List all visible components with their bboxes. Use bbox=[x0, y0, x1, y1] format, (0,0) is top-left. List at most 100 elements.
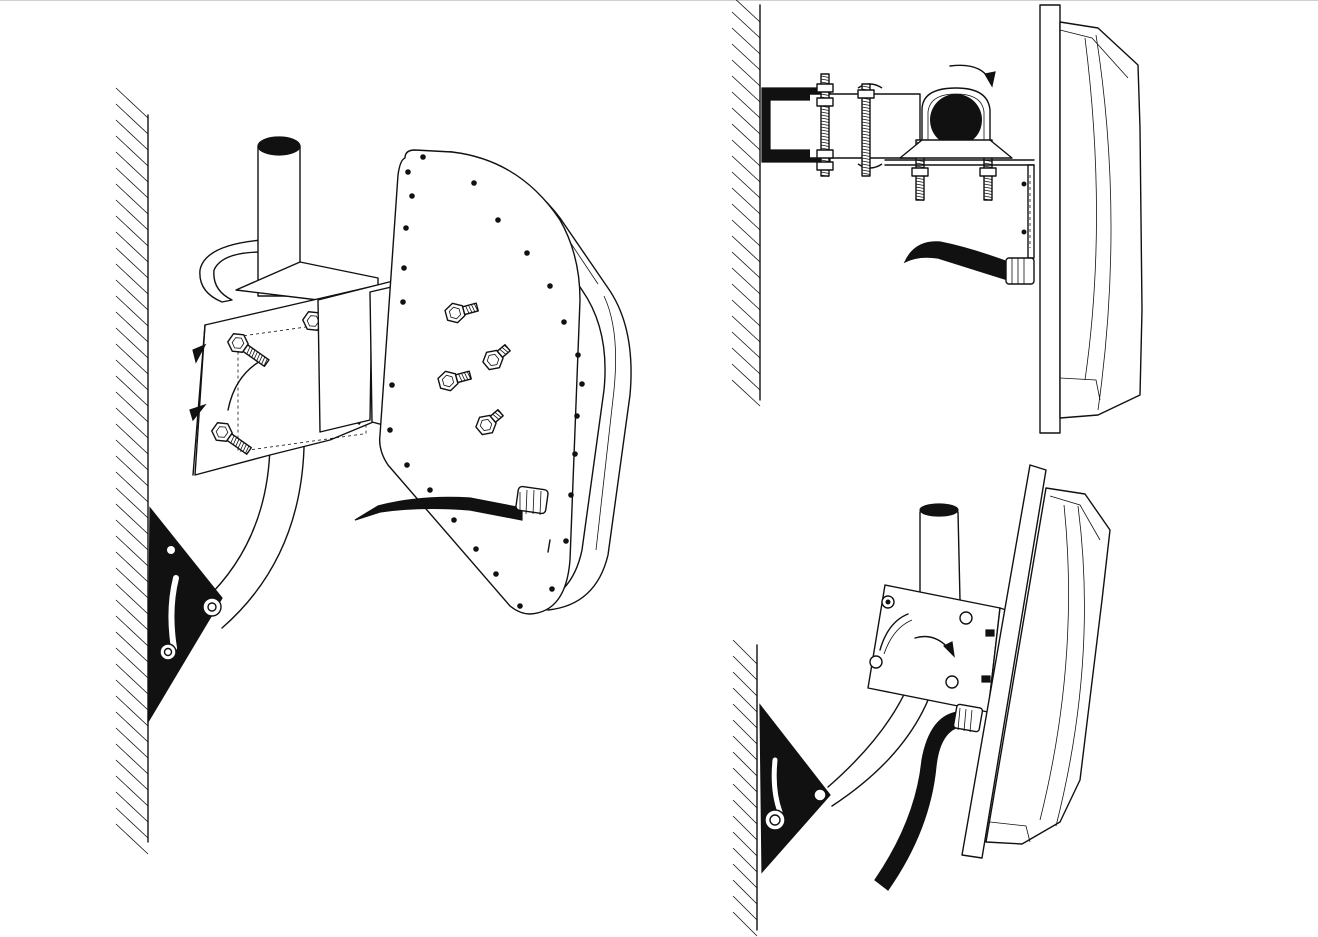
hatch-line bbox=[731, 315, 761, 343]
bolt-hole bbox=[401, 265, 407, 271]
hatch-line bbox=[731, 123, 761, 151]
bolt-hole bbox=[568, 492, 574, 498]
hatch-line bbox=[735, 0, 761, 23]
antenna-bolt-holes bbox=[387, 154, 585, 609]
pole-cross-section bbox=[884, 87, 1035, 166]
hatch-line bbox=[115, 471, 149, 503]
wall-hatching bbox=[115, 87, 149, 855]
hatch-line bbox=[731, 91, 761, 119]
bolt-hole bbox=[420, 154, 426, 160]
hatch-line bbox=[115, 215, 149, 247]
bolt-hole bbox=[404, 462, 410, 468]
hatch-line bbox=[732, 767, 758, 793]
hatch-line bbox=[731, 27, 761, 55]
bolt-hole bbox=[405, 169, 411, 175]
mast-pole-small bbox=[919, 503, 961, 601]
hatch-line bbox=[115, 519, 149, 551]
tilt-plate bbox=[867, 584, 1007, 715]
perspective-view bbox=[115, 87, 632, 855]
wall-left bbox=[115, 87, 149, 855]
bolt-hole bbox=[517, 603, 523, 609]
hatch-line bbox=[731, 187, 761, 215]
hatch-line bbox=[731, 379, 761, 407]
hatch-line bbox=[115, 327, 149, 359]
bolt-hole bbox=[575, 352, 581, 358]
hatch-line bbox=[115, 551, 149, 583]
clamp-bolt bbox=[227, 333, 270, 368]
hatch-line bbox=[731, 11, 761, 39]
plate-bolt bbox=[437, 370, 472, 392]
clamp-bolt bbox=[211, 422, 253, 455]
coax-cable-top bbox=[903, 241, 1035, 285]
hatch-line bbox=[731, 331, 761, 359]
antenna-side bbox=[1039, 4, 1143, 434]
hatch-line bbox=[115, 631, 149, 663]
hatch-line bbox=[115, 583, 149, 615]
tilt-view bbox=[732, 464, 1111, 937]
hatch-line bbox=[115, 743, 149, 775]
bolt-hole bbox=[493, 571, 499, 577]
hatch-line bbox=[115, 679, 149, 711]
hatch-line bbox=[731, 75, 761, 103]
hatch-line bbox=[115, 231, 149, 263]
top-view bbox=[731, 0, 1143, 434]
hatch-line bbox=[115, 295, 149, 327]
hex-nut bbox=[816, 83, 834, 93]
hatch-line bbox=[115, 663, 149, 695]
hatch-line bbox=[732, 655, 758, 681]
hatch-line bbox=[115, 103, 149, 135]
bolt-hole bbox=[495, 217, 501, 223]
hatch-line bbox=[115, 247, 149, 279]
bolt-hole bbox=[561, 319, 567, 325]
hatch-line bbox=[115, 503, 149, 535]
bolt-hole bbox=[409, 193, 415, 199]
hex-nut bbox=[857, 89, 875, 99]
hatch-line bbox=[732, 671, 758, 697]
hatch-line bbox=[732, 847, 758, 873]
hatch-line bbox=[115, 823, 149, 855]
coax-cable bbox=[354, 485, 549, 521]
hatch-line bbox=[115, 391, 149, 423]
plate-bolts bbox=[437, 302, 511, 436]
hatch-line bbox=[731, 171, 761, 199]
hatch-line bbox=[115, 695, 149, 727]
hex-nut bbox=[911, 167, 929, 177]
antenna-body bbox=[378, 149, 632, 615]
hatch-line bbox=[115, 199, 149, 231]
hatch-line bbox=[115, 263, 149, 295]
hatch-line bbox=[732, 783, 758, 809]
coax-cable-tilt bbox=[874, 703, 984, 891]
wall-right-top bbox=[731, 0, 761, 407]
hatch-line bbox=[115, 487, 149, 519]
plate-bolt bbox=[475, 409, 504, 436]
hatch-line bbox=[115, 759, 149, 791]
hatch-line bbox=[732, 703, 758, 729]
hatch-line bbox=[115, 119, 149, 151]
bolt-hole bbox=[563, 538, 569, 544]
curved-arrow-icon bbox=[914, 635, 955, 658]
bolt-hole bbox=[400, 299, 406, 305]
bolt-hole bbox=[473, 546, 479, 552]
hatch-line bbox=[115, 151, 149, 183]
hatch-line bbox=[115, 727, 149, 759]
hatch-line bbox=[115, 775, 149, 807]
hatch-line bbox=[115, 135, 149, 167]
clamp-ring bbox=[199, 239, 263, 303]
hatch-line bbox=[732, 751, 758, 777]
hatch-line bbox=[115, 167, 149, 199]
hatch-line bbox=[732, 911, 758, 937]
threaded-rod bbox=[861, 83, 871, 177]
hatch-line bbox=[115, 279, 149, 311]
hex-nut bbox=[979, 167, 997, 177]
hatch-line bbox=[115, 375, 149, 407]
plate-bolt bbox=[444, 302, 479, 324]
hatch-line bbox=[731, 363, 761, 391]
hatch-line bbox=[731, 203, 761, 231]
hatch-line bbox=[115, 183, 149, 215]
hatch-line bbox=[731, 43, 761, 71]
hatch-line bbox=[731, 267, 761, 295]
hex-nut bbox=[816, 161, 834, 171]
hatch-line bbox=[115, 439, 149, 471]
